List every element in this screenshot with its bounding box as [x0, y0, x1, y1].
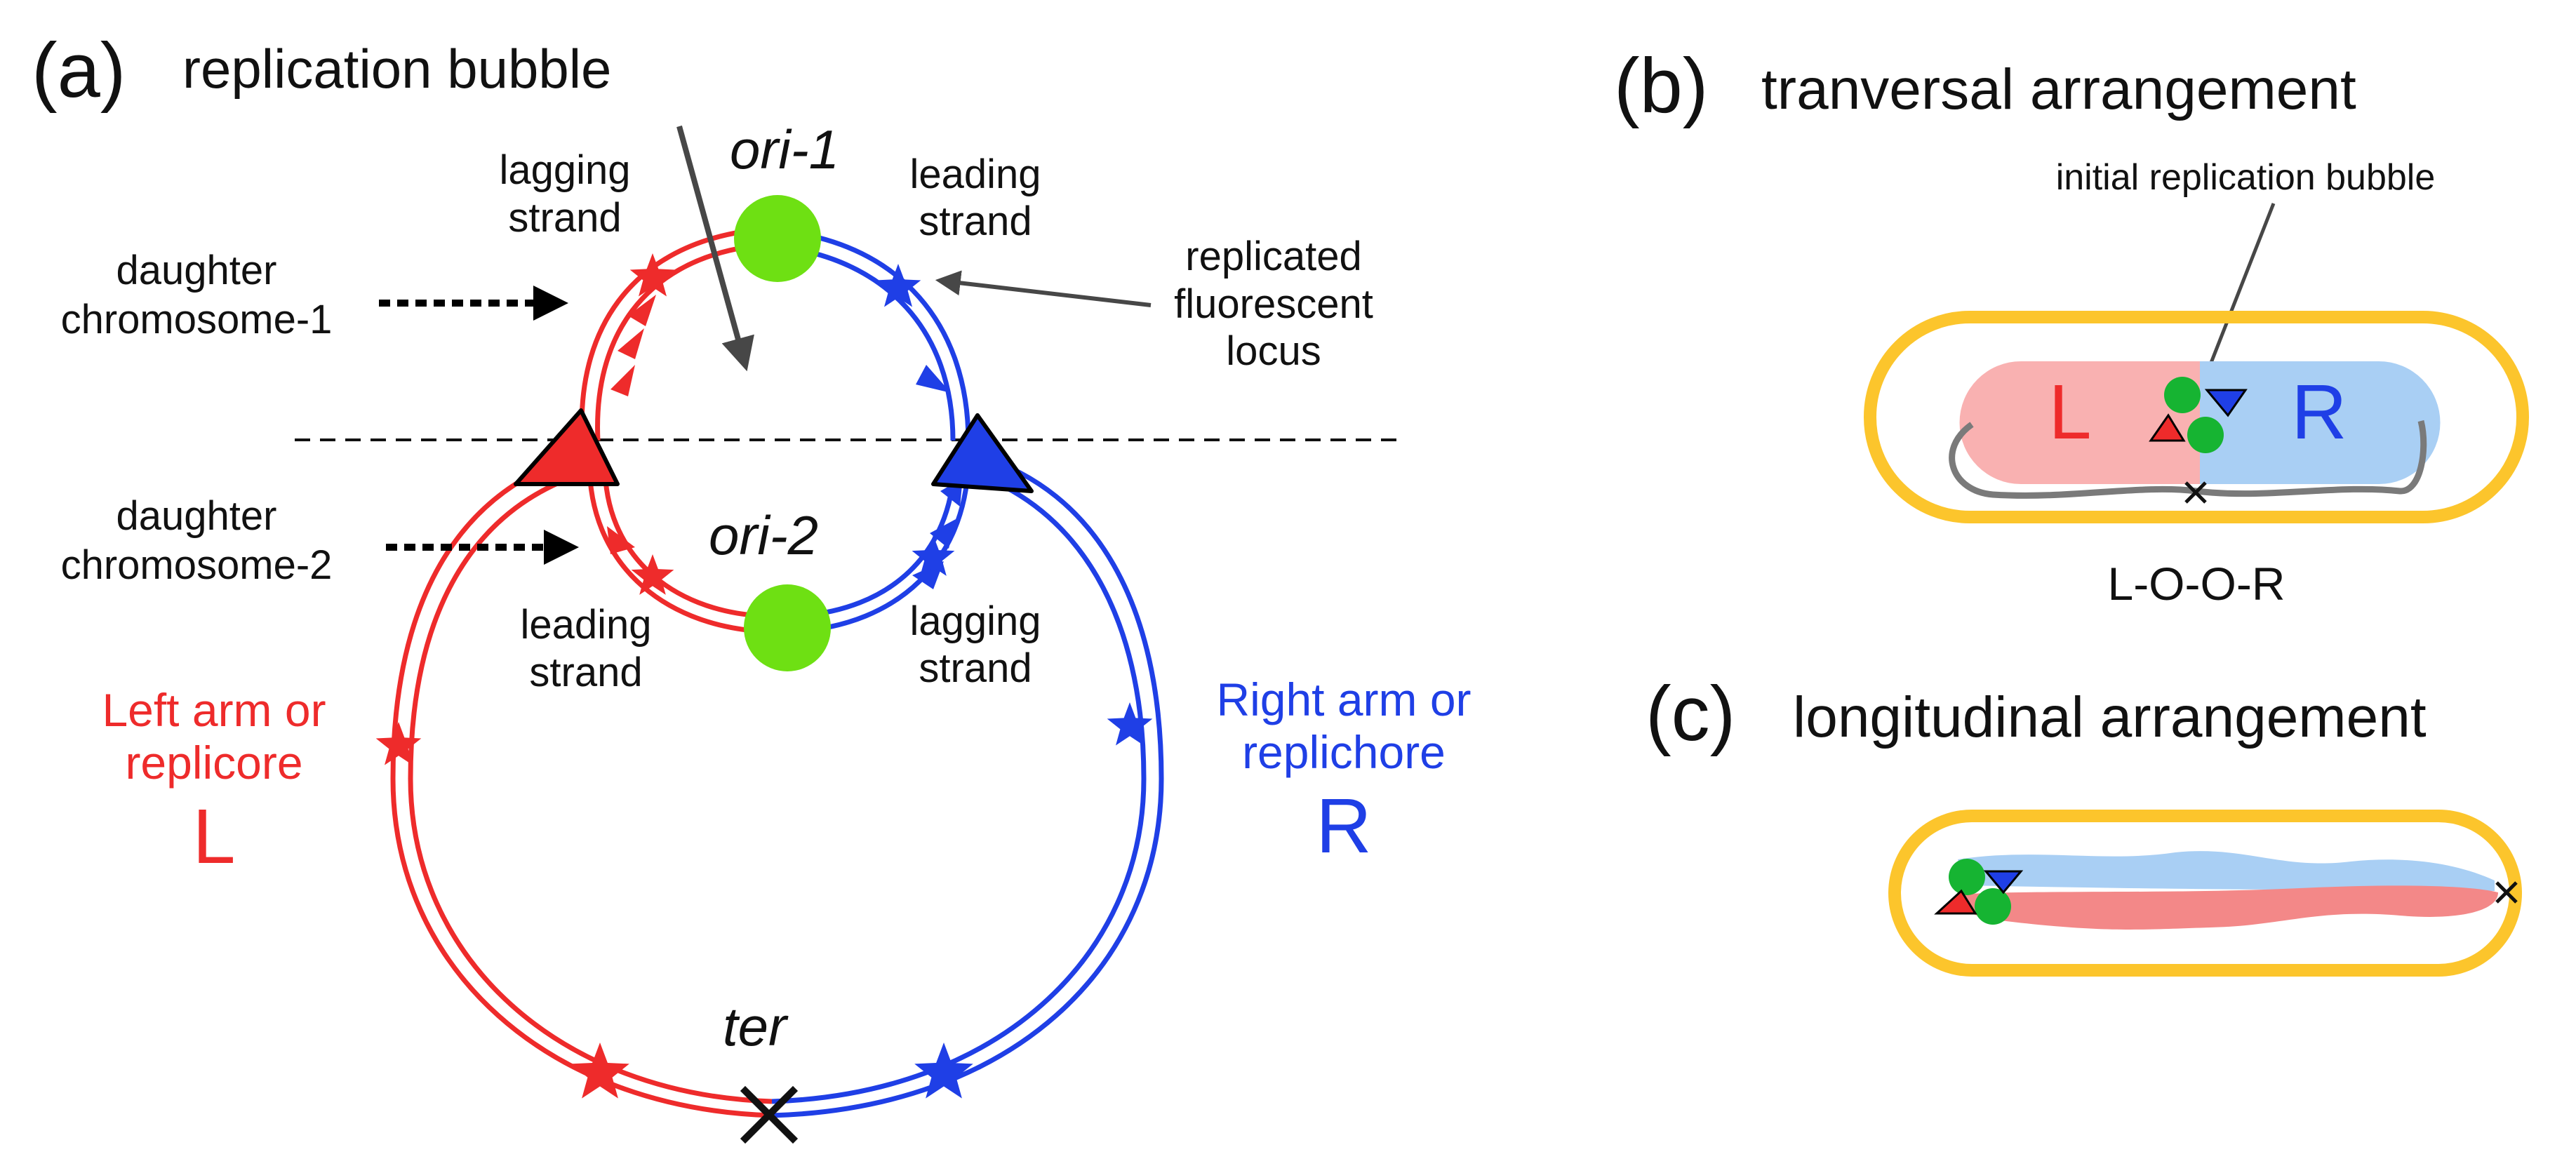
- ter-cross-icon-c: [2495, 881, 2518, 904]
- ori-circle-b1: [2164, 377, 2201, 413]
- daughter2-label-2: chromosome-2: [61, 542, 333, 588]
- replicated-locus-label-1: replicated: [1185, 234, 1361, 279]
- locus-pointer-arrow: [935, 270, 1152, 307]
- lagging-strand-top-1: lagging: [499, 147, 630, 193]
- lagging-arrow-red-1: [610, 365, 635, 396]
- panel-a-label: (a): [32, 27, 126, 114]
- star-icon: [875, 264, 921, 307]
- order-label: L-O-O-R: [2108, 558, 2285, 610]
- bubble-top-blue-inner: [782, 244, 956, 441]
- right-arm-inner-strand: [771, 469, 1147, 1104]
- fork-red-b: [2149, 413, 2186, 442]
- panel-a-title: replication bubble: [182, 38, 611, 100]
- bubble-label: initial replication bubble: [2056, 157, 2436, 198]
- panel-c-title: longitudinal arrangement: [1793, 685, 2427, 749]
- lagging-arrow-red-2: [618, 328, 644, 359]
- fork-blue-b: [2204, 389, 2248, 417]
- right-arm-letter: R: [1316, 783, 1371, 869]
- bubble-label-pointer-arrow: [2199, 203, 2276, 387]
- left-arm-label-1: Left arm or: [102, 684, 326, 736]
- bubble-bottom-blue-inner: [796, 464, 957, 619]
- cell-outline: [1864, 311, 2529, 523]
- lagging-arrow-blue-2: [930, 519, 956, 549]
- lagging-strand-bottom-2: strand: [919, 645, 1032, 691]
- right-half-region: [2200, 361, 2441, 484]
- bubble-top-blue-outer: [785, 229, 971, 443]
- star-icon: [631, 554, 674, 595]
- panel-c-label: (c): [1646, 671, 1735, 757]
- lagging-arrow-red-3: [628, 295, 656, 326]
- panel-b-label: (b): [1614, 43, 1708, 129]
- fork-red-c: [1934, 889, 1977, 915]
- bubble-top-red-inner: [595, 244, 748, 441]
- lagging-strand-bottom-1: lagging: [909, 598, 1041, 644]
- star-icon: [914, 1043, 973, 1099]
- bubble-pointer-arrow: [676, 125, 754, 372]
- leading-strand-bottom-2: strand: [529, 650, 642, 695]
- replication-fork-left: [514, 408, 620, 486]
- ter-label: ter: [723, 996, 789, 1057]
- right-arm-label-1: Right arm or: [1216, 674, 1471, 725]
- ori-circle-b2: [2187, 417, 2224, 453]
- lagging-strand-top-2: strand: [508, 195, 621, 241]
- star-icon: [1107, 702, 1153, 746]
- right-arm-outer-strand: [771, 453, 1164, 1118]
- panel-b-title: tranversal arrangement: [1761, 58, 2356, 121]
- daughter1-label-2: chromosome-1: [61, 297, 333, 342]
- leading-arrow-blue-top: [916, 365, 951, 393]
- bubble-top-red-outer: [579, 229, 745, 443]
- right-letter-b: R: [2291, 369, 2347, 455]
- star-icons: [375, 253, 1153, 1099]
- ori-1-circle: [734, 195, 821, 282]
- star-icon: [629, 253, 676, 297]
- ori-2-circle: [744, 584, 831, 671]
- fork-blue-c: [1983, 870, 2024, 894]
- ori-1-label: ori-1: [730, 119, 839, 180]
- right-arm-label-2: replichore: [1242, 726, 1446, 778]
- star-icon: [570, 1043, 629, 1099]
- leading-strand-bottom-1: leading: [520, 602, 651, 648]
- left-arm-region-c: [1957, 885, 2498, 930]
- ori-circle-c1: [1949, 859, 1985, 895]
- leading-strand-top-2: strand: [919, 199, 1032, 244]
- replicated-locus-label-2: fluorescent: [1174, 281, 1373, 327]
- ter-cross-icon: [740, 1085, 799, 1144]
- left-half-region: [1959, 361, 2200, 484]
- daughter1-label-1: daughter: [116, 248, 277, 293]
- replication-fork-right: [931, 413, 1034, 493]
- left-arm-label-2: replicore: [125, 737, 302, 789]
- replicated-locus-label-3: locus: [1226, 328, 1321, 374]
- bubble-bottom-red-outer: [587, 462, 762, 634]
- star-icon: [912, 535, 955, 576]
- ori-2-label: ori-2: [709, 504, 818, 566]
- bubble-bottom-blue-outer: [796, 462, 971, 634]
- right-arm-region-c: [1958, 851, 2495, 891]
- panel-b: (b) tranversal arrangement initial repli…: [1614, 43, 2529, 610]
- leading-strand-top-1: leading: [909, 152, 1041, 197]
- panel-a: (a) replication bubble ori-1 ori-2 ter l…: [32, 27, 1471, 1144]
- panel-c: (c) longitudinal arrangement: [1646, 671, 2522, 977]
- daughter2-label-1: daughter: [116, 493, 277, 539]
- ori-circle-c2: [1975, 888, 2011, 925]
- star-icon: [375, 722, 422, 765]
- left-letter-b: L: [2048, 369, 2091, 455]
- cell-outline-c: [1888, 810, 2522, 977]
- leading-arrow-red-bottom: [607, 526, 635, 554]
- ter-cross-icon-b: [2184, 481, 2207, 504]
- left-arm-letter: L: [192, 793, 235, 880]
